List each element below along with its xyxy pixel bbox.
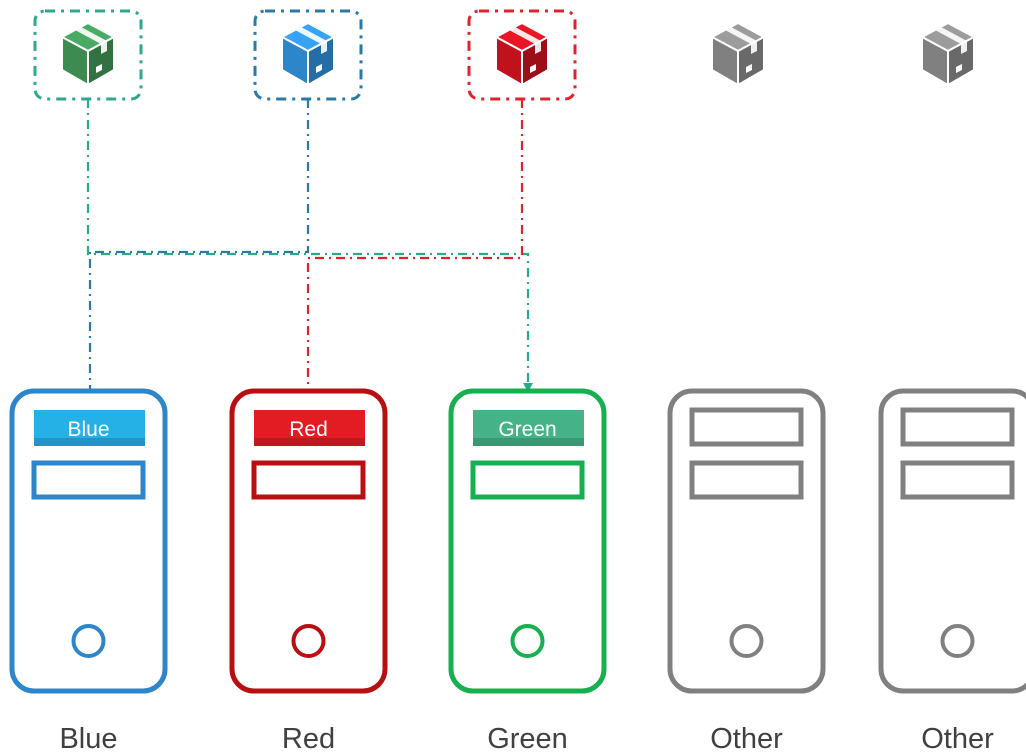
server-icon	[229, 388, 388, 694]
server-tag-label: Red	[289, 418, 328, 441]
power-button-icon	[291, 624, 326, 658]
server-caption: Other	[710, 723, 783, 755]
package-gray-2	[921, 22, 975, 86]
server-tag-label: Green	[498, 418, 556, 441]
package-icon	[921, 22, 975, 86]
package-gray-1	[711, 22, 765, 86]
package-frame	[467, 9, 577, 101]
package-frame	[253, 9, 363, 101]
drive-bay	[251, 460, 366, 500]
connector-green-to-blue-server	[86, 99, 533, 392]
connector-blue-to-green-server	[85, 99, 310, 404]
server-tag: Red	[254, 410, 365, 446]
server-case	[9, 388, 168, 694]
server-other-2: Other	[878, 388, 1026, 755]
package-icon	[495, 22, 549, 86]
power-button-icon	[729, 624, 764, 658]
server-caption: Other	[921, 723, 994, 755]
connectors	[85, 99, 533, 404]
package-red	[467, 9, 577, 101]
server-case	[229, 388, 388, 694]
package-icon	[61, 22, 115, 86]
package-icon	[711, 22, 765, 86]
server-caption: Red	[282, 723, 335, 755]
packages	[33, 9, 975, 101]
server-icon	[667, 388, 826, 694]
server-icon	[878, 388, 1026, 694]
server-caption: Green	[487, 723, 568, 755]
server-tag: Green	[473, 410, 584, 446]
server-case	[878, 388, 1026, 694]
package-green	[33, 9, 143, 101]
server-icon	[9, 388, 168, 694]
package-blue	[253, 9, 363, 101]
power-button-icon	[510, 624, 545, 658]
drive-bay	[900, 460, 1015, 500]
server-case	[667, 388, 826, 694]
drive-bay	[470, 460, 585, 500]
server-tag-label: Blue	[67, 418, 109, 441]
drive-bay	[31, 460, 146, 500]
server-icon	[448, 388, 607, 694]
drive-bay	[900, 407, 1015, 447]
server-tag: Blue	[34, 410, 145, 446]
package-icon	[281, 22, 335, 86]
drive-bay	[689, 460, 804, 500]
server-caption: Blue	[59, 723, 117, 755]
connector-red-to-red-server	[303, 99, 524, 404]
server-other-1: Other	[667, 388, 826, 755]
server-case	[448, 388, 607, 694]
power-button-icon	[71, 624, 106, 658]
package-frame	[33, 9, 143, 101]
power-button-icon	[940, 624, 975, 658]
drive-bay	[689, 407, 804, 447]
